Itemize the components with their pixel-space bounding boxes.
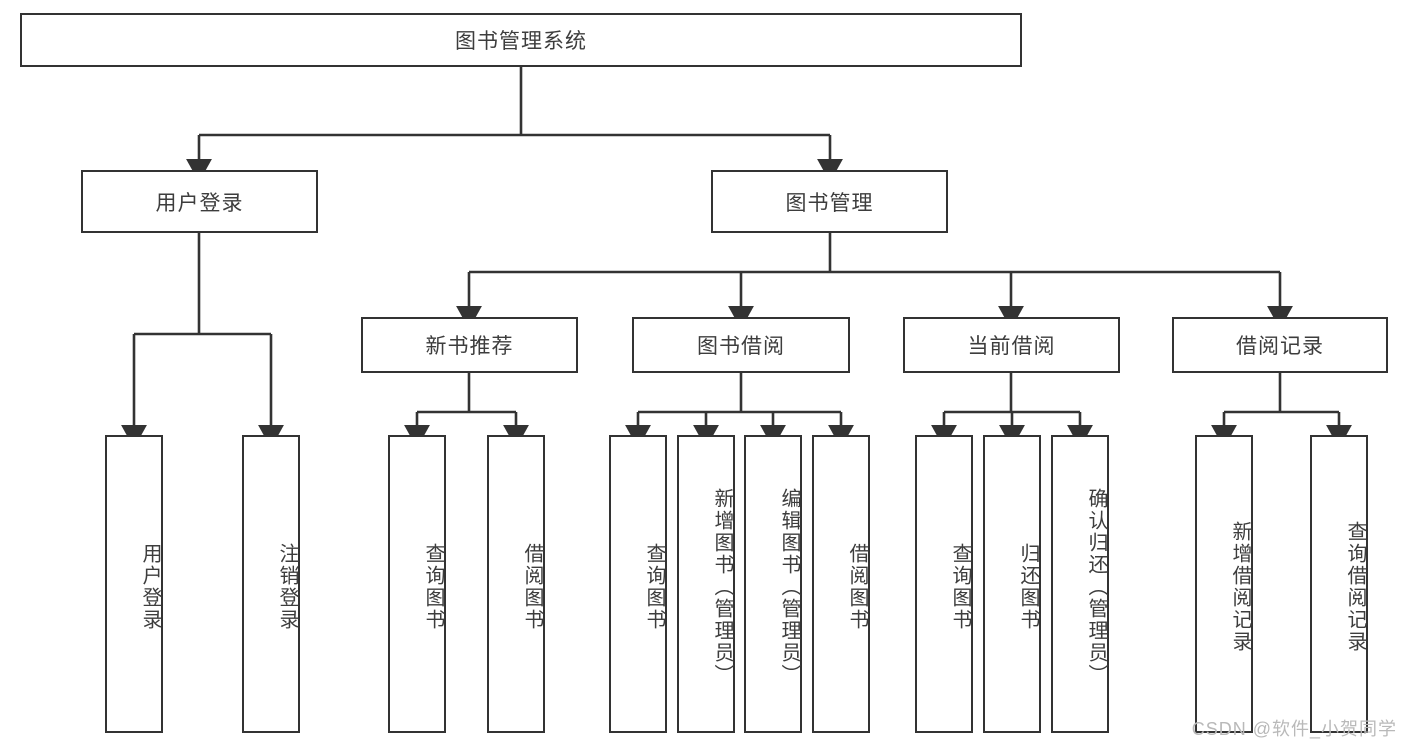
node-leaf-edit-book-label: 编辑图书（管理员）	[778, 488, 800, 686]
node-leaf-add-book-label: 新增图书（管理员）	[711, 488, 733, 686]
node-book-admin[interactable]: 图书管理	[711, 170, 948, 233]
node-leaf-query-record-label: 查询借阅记录	[1344, 521, 1366, 653]
node-leaf-add-book[interactable]: 新增图书（管理员）	[677, 435, 735, 733]
node-root-label: 图书管理系统	[455, 30, 587, 53]
node-leaf-return-book-label: 归还图书	[1017, 543, 1039, 631]
node-user-login-label: 用户登录	[155, 191, 244, 215]
node-leaf-edit-book[interactable]: 编辑图书（管理员）	[744, 435, 802, 733]
node-leaf-user-login-label: 用户登录	[139, 543, 161, 631]
node-new-book-rec-label: 新书推荐	[425, 335, 514, 358]
node-user-login[interactable]: 用户登录	[81, 170, 318, 233]
node-leaf-query-book-cur-label: 查询图书	[949, 543, 971, 631]
node-leaf-borrow-book-label: 借阅图书	[846, 543, 868, 631]
node-leaf-user-logout-label: 注销登录	[276, 543, 298, 631]
node-leaf-borrow-book-rec-label: 借阅图书	[521, 543, 543, 631]
node-leaf-query-book[interactable]: 查询图书	[609, 435, 667, 733]
node-leaf-query-book-cur[interactable]: 查询图书	[915, 435, 973, 733]
node-book-borrow-label: 图书借阅	[697, 335, 785, 358]
node-leaf-borrow-book[interactable]: 借阅图书	[812, 435, 870, 733]
node-borrow-record-label: 借阅记录	[1236, 335, 1324, 358]
node-leaf-query-book-label: 查询图书	[643, 543, 665, 631]
node-leaf-user-logout[interactable]: 注销登录	[242, 435, 300, 733]
node-root[interactable]: 图书管理系统	[20, 13, 1022, 67]
node-current-borrow[interactable]: 当前借阅	[903, 317, 1120, 373]
node-leaf-return-book[interactable]: 归还图书	[983, 435, 1041, 733]
node-leaf-user-login[interactable]: 用户登录	[105, 435, 163, 733]
node-leaf-query-book-rec[interactable]: 查询图书	[388, 435, 446, 733]
node-book-admin-label: 图书管理	[785, 191, 874, 215]
csdn-watermark: CSDN @软件_小贺同学	[1191, 719, 1397, 739]
node-leaf-borrow-book-rec[interactable]: 借阅图书	[487, 435, 545, 733]
node-leaf-query-record[interactable]: 查询借阅记录	[1310, 435, 1368, 733]
node-book-borrow[interactable]: 图书借阅	[632, 317, 850, 373]
node-leaf-confirm-return-label: 确认归还（管理员）	[1085, 488, 1107, 686]
node-leaf-add-record[interactable]: 新增借阅记录	[1195, 435, 1253, 733]
node-leaf-query-book-rec-label: 查询图书	[422, 543, 444, 631]
node-leaf-confirm-return[interactable]: 确认归还（管理员）	[1051, 435, 1109, 733]
node-new-book-rec[interactable]: 新书推荐	[361, 317, 578, 373]
node-borrow-record[interactable]: 借阅记录	[1172, 317, 1388, 373]
node-current-borrow-label: 当前借阅	[967, 335, 1056, 358]
node-leaf-add-record-label: 新增借阅记录	[1229, 521, 1251, 653]
